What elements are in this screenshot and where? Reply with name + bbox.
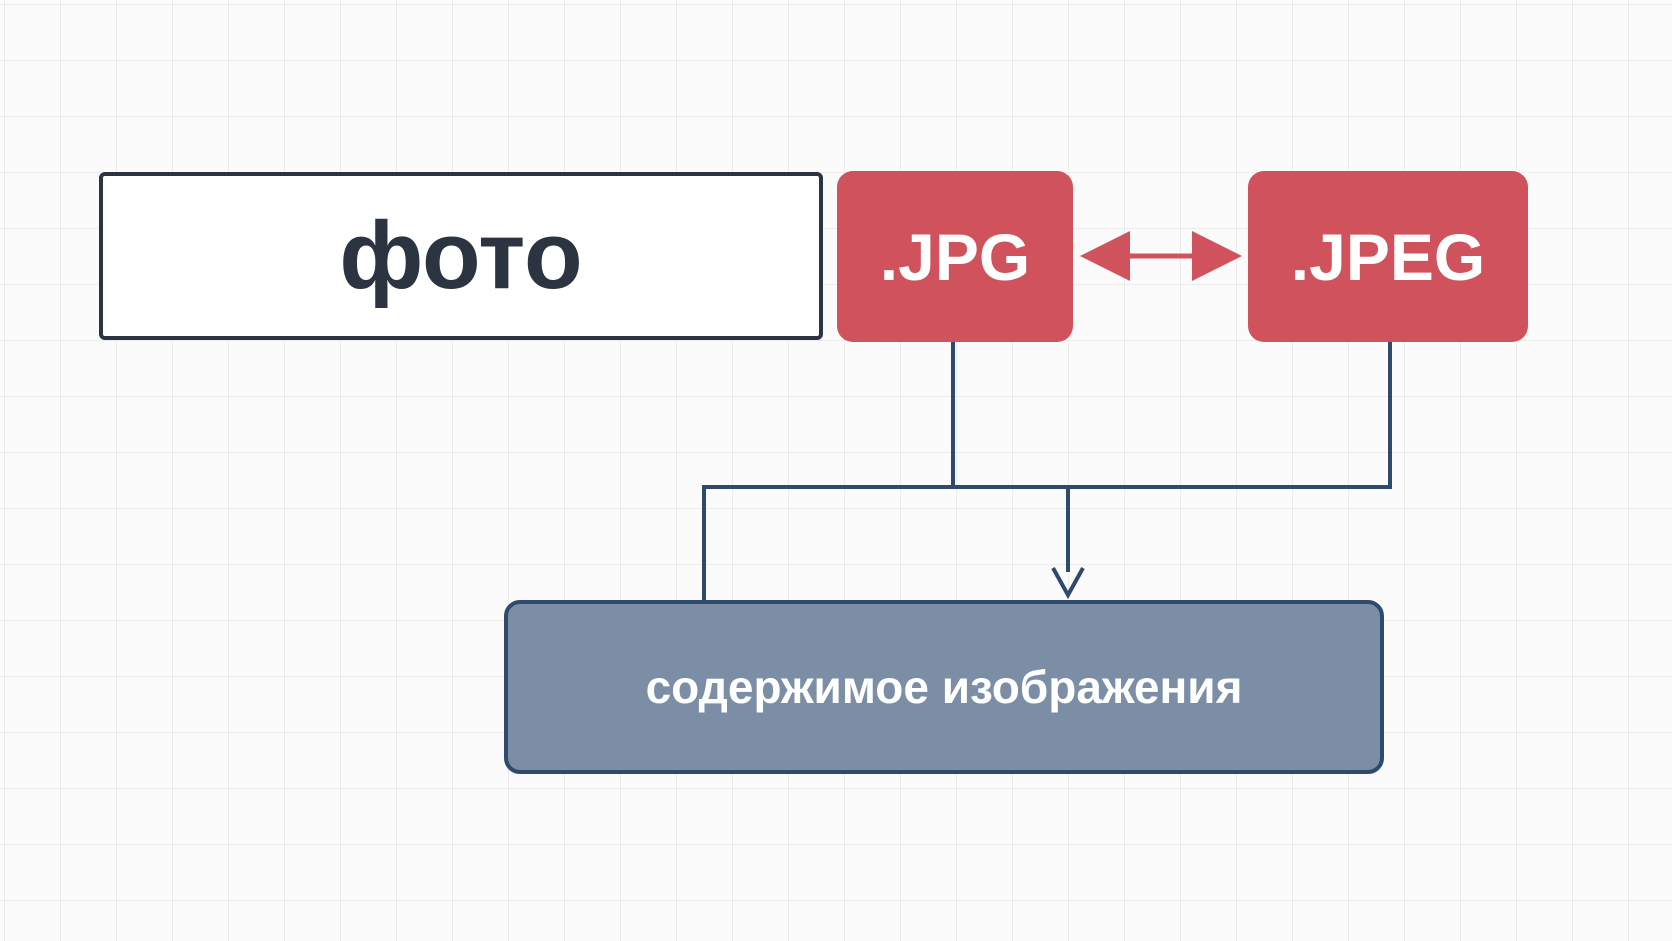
node-jpg: .JPG <box>837 171 1073 342</box>
node-jpeg-label: .JPEG <box>1290 219 1486 294</box>
node-foto-label: фото <box>339 202 583 309</box>
node-foto: фото <box>99 172 823 340</box>
node-jpeg: .JPEG <box>1248 171 1528 342</box>
node-content-label: содержимое изображения <box>645 661 1243 713</box>
merge-center-arrowhead <box>1051 567 1085 600</box>
node-image-content: содержимое изображения <box>504 600 1384 774</box>
node-jpg-label: .JPG <box>879 219 1031 294</box>
